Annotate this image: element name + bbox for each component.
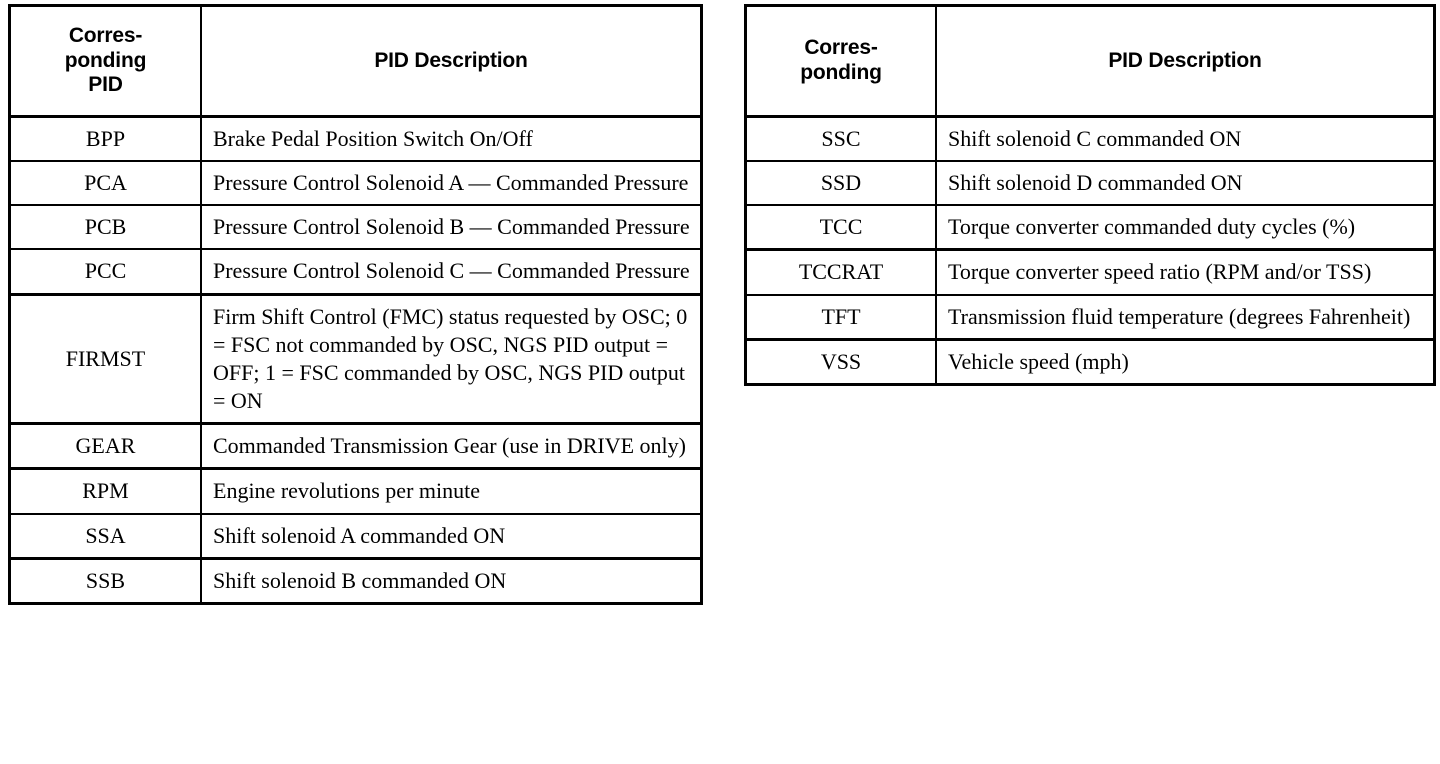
table-row: TCCRAT Torque converter speed ratio (RPM…	[744, 248, 1436, 296]
header-line-1: Corres-	[68, 23, 143, 47]
cell-description: Commanded Transmission Gear (use in DRIV…	[200, 422, 703, 470]
header-line-1: Corres-	[804, 36, 878, 60]
header-pid-description: PID Description	[935, 4, 1436, 118]
table-row: PCA Pressure Control Solenoid A — Comman…	[8, 160, 703, 207]
header-corresponding-pid: Corres- ponding PID	[8, 4, 202, 118]
cell-description: Shift solenoid D commanded ON	[935, 160, 1436, 207]
cell-description: Pressure Control Solenoid A — Commanded …	[200, 160, 703, 207]
table-body-right: SSC Shift solenoid C commanded ON SSD Sh…	[744, 115, 1436, 386]
cell-description: Shift solenoid B commanded ON	[200, 556, 703, 605]
cell-pid: SSC	[744, 115, 937, 163]
cell-pid: GEAR	[8, 422, 202, 470]
cell-description: Engine revolutions per minute	[200, 467, 703, 515]
cell-pid: RPM	[8, 467, 202, 515]
header-pid-description: PID Description	[200, 4, 703, 118]
table-row: TFT Transmission fluid temperature (degr…	[744, 293, 1436, 341]
cell-pid: PCA	[8, 160, 202, 207]
table-header-left: Corres- ponding PID PID Description	[8, 4, 703, 118]
cell-description: Pressure Control Solenoid C — Commanded …	[200, 248, 703, 296]
header-row: Corres- ponding PID PID Description	[8, 4, 703, 118]
table-row: TCC Torque converter commanded duty cycl…	[744, 204, 1436, 251]
cell-description: Pressure Control Solenoid B — Commanded …	[200, 204, 703, 251]
table-row: SSC Shift solenoid C commanded ON	[744, 115, 1436, 163]
cell-pid: TFT	[744, 293, 937, 341]
pid-table-left: Corres- ponding PID PID Description BPP …	[8, 4, 703, 605]
cell-pid: FIRMST	[8, 292, 202, 425]
table-row: VSS Vehicle speed (mph)	[744, 337, 1436, 386]
table-row: FIRMST Firm Shift Control (FMC) status r…	[8, 292, 703, 425]
table-body-left: BPP Brake Pedal Position Switch On/Off P…	[8, 115, 703, 605]
cell-pid: BPP	[8, 115, 202, 163]
cell-pid: TCC	[744, 204, 937, 251]
cell-pid: PCC	[8, 248, 202, 296]
header-row: Corres- ponding PID Description	[744, 4, 1436, 118]
header-line-2: ponding	[800, 61, 882, 84]
cell-description: Vehicle speed (mph)	[935, 337, 1436, 386]
table-row: GEAR Commanded Transmission Gear (use in…	[8, 422, 703, 470]
cell-pid: SSB	[8, 556, 202, 605]
cell-description: Torque converter commanded duty cycles (…	[935, 204, 1436, 251]
table-row: BPP Brake Pedal Position Switch On/Off	[8, 115, 703, 163]
table-row: RPM Engine revolutions per minute	[8, 467, 703, 515]
cell-pid: SSD	[744, 160, 937, 207]
table-row: PCB Pressure Control Solenoid B — Comman…	[8, 204, 703, 251]
cell-description: Brake Pedal Position Switch On/Off	[200, 115, 703, 163]
cell-description: Transmission fluid temperature (degrees …	[935, 293, 1436, 341]
table-row: SSA Shift solenoid A commanded ON	[8, 512, 703, 560]
cell-description: Shift solenoid A commanded ON	[200, 512, 703, 560]
header-line-3: PID	[88, 73, 123, 97]
header-line-2: ponding	[64, 48, 147, 72]
cell-description: Shift solenoid C commanded ON	[935, 115, 1436, 163]
pid-table-right: Corres- ponding PID Description SSC Shif…	[744, 4, 1436, 386]
cell-pid: PCB	[8, 204, 202, 251]
header-corresponding-pid: Corres- ponding	[744, 4, 937, 118]
cell-description: Firm Shift Control (FMC) status requeste…	[200, 292, 703, 425]
table-row: SSD Shift solenoid D commanded ON	[744, 160, 1436, 207]
table-row: SSB Shift solenoid B commanded ON	[8, 556, 703, 605]
cell-pid: TCCRAT	[744, 248, 937, 296]
cell-description: Torque converter speed ratio (RPM and/or…	[935, 248, 1436, 296]
table-header-right: Corres- ponding PID Description	[744, 4, 1436, 118]
cell-pid: VSS	[744, 337, 937, 386]
cell-pid: SSA	[8, 512, 202, 560]
table-row: PCC Pressure Control Solenoid C — Comman…	[8, 248, 703, 296]
